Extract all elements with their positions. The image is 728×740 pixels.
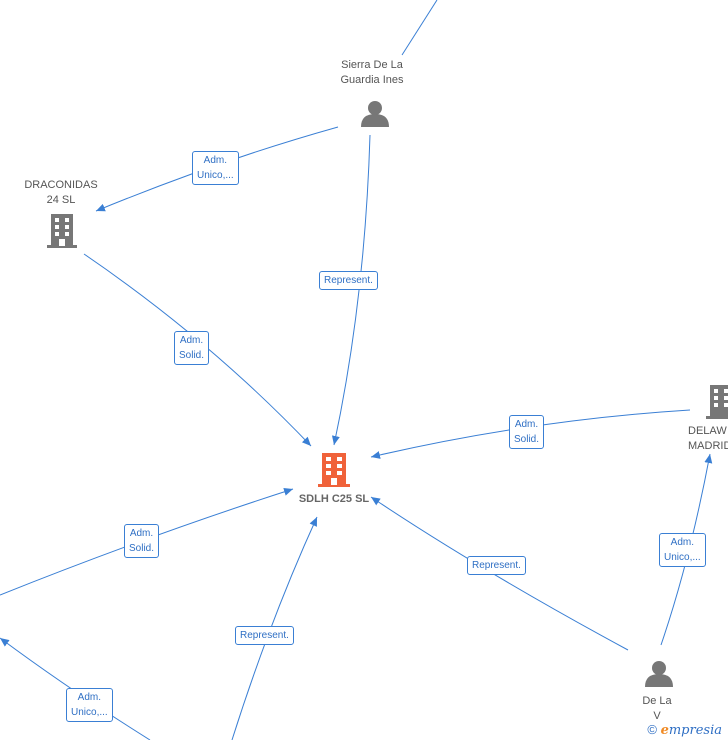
person-icon	[361, 101, 389, 127]
edge-label-bottom-main[interactable]: Represent.	[235, 626, 294, 645]
copyright-icon: ©	[647, 722, 657, 737]
node-label-sierra[interactable]: Sierra De La Guardia Ines	[340, 59, 404, 86]
person-icon-delavega	[645, 661, 673, 687]
empresia-watermark[interactable]: © empresia	[645, 722, 724, 738]
building-icon	[47, 214, 77, 248]
edge-bottom-main	[231, 516, 318, 740]
edge-label-delavega-delaware[interactable]: Adm. Unico,...	[659, 533, 706, 567]
edge-label-delaware-main[interactable]: Adm. Solid.	[509, 415, 545, 449]
brand-logo: empresia	[660, 723, 722, 738]
edge-label-left2[interactable]: Adm. Unico,...	[66, 688, 113, 722]
edge-label-draconidas-main[interactable]: Adm. Solid.	[174, 331, 210, 365]
edge-label-left1-main[interactable]: Adm. Solid.	[124, 524, 160, 558]
building-icon-delaware	[706, 385, 728, 419]
node-label-main[interactable]: SDLH C25 SL	[298, 493, 370, 505]
edge-sierra-main	[331, 134, 371, 446]
edge-label-sierra-main[interactable]: Represent.	[319, 271, 378, 290]
edge-label-delavega-main[interactable]: Represent.	[467, 556, 526, 575]
edge-label-sierra-draconidas[interactable]: Adm. Unico,...	[192, 151, 239, 185]
node-label-delaware[interactable]: DELAW MADRID	[688, 425, 728, 452]
edge-top-sierra	[401, 0, 438, 56]
main-building-icon	[318, 453, 350, 487]
node-label-delavega[interactable]: De La V	[642, 695, 672, 722]
node-label-draconidas[interactable]: DRACONIDAS 24 SL	[24, 179, 98, 206]
